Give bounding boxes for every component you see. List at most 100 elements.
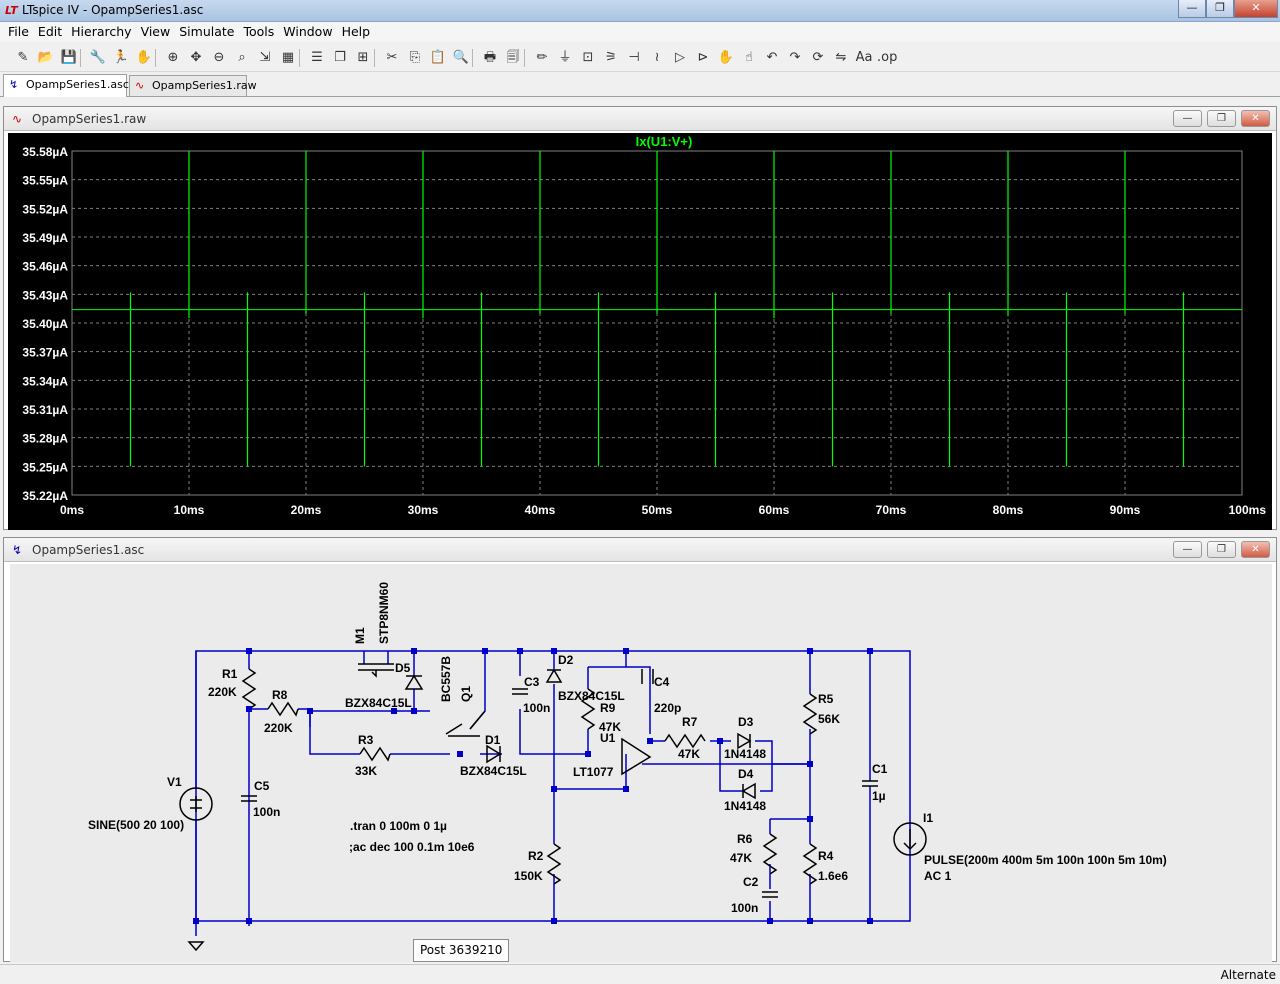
d4-label[interactable]: D4 [738, 767, 754, 781]
tile-horizontal-icon[interactable]: ☰ [311, 50, 323, 65]
r3-label[interactable]: R3 [358, 733, 374, 747]
component-icon[interactable]: ⊳ [697, 50, 709, 65]
c2-value[interactable]: 100n [731, 901, 758, 915]
capacitor-icon[interactable]: ⊣ [628, 50, 640, 65]
menu-window[interactable]: Window [283, 24, 333, 39]
ground-icon[interactable]: ⏚ [558, 50, 572, 65]
spice-directive-icon[interactable]: .op [877, 50, 898, 65]
schematic-drawing[interactable]: M1 STP8NM60 R1 220K R8 220K D5 BZX84C15L… [10, 564, 1272, 962]
mirror-icon[interactable]: ⇋ [835, 50, 847, 65]
d1-label[interactable]: D1 [485, 733, 501, 747]
r2-label[interactable]: R2 [528, 849, 544, 863]
find-icon[interactable]: 🔍 [452, 50, 470, 65]
menu-view[interactable]: View [140, 24, 171, 39]
m1-label[interactable]: M1 [353, 627, 367, 644]
i1-label[interactable]: I1 [923, 811, 933, 825]
cut-icon[interactable]: ✂ [386, 50, 398, 65]
draw-wire-icon[interactable]: ✏ [536, 50, 548, 65]
r1-value[interactable]: 220K [208, 685, 237, 699]
v1-value[interactable]: SINE(500 20 100) [88, 818, 184, 832]
grid-icon[interactable]: ▦ [281, 50, 295, 65]
u1-model[interactable]: LT1077 [573, 765, 614, 779]
r4-label[interactable]: R4 [818, 849, 834, 863]
menu-tools[interactable]: Tools [243, 24, 275, 39]
zoom-fit-icon[interactable]: ⌕ [238, 50, 246, 65]
i1-ac-value[interactable]: AC 1 [924, 869, 952, 883]
minimize-button[interactable]: — [1178, 0, 1206, 18]
d4-model[interactable]: 1N4148 [724, 799, 766, 813]
zoom-in-icon[interactable]: ⊕ [167, 50, 179, 65]
menu-edit[interactable]: Edit [37, 24, 63, 39]
schematic-minimize-button[interactable]: — [1173, 541, 1202, 558]
r9-label[interactable]: R9 [600, 701, 616, 715]
paste-icon[interactable]: 📋 [429, 50, 447, 65]
r8-value[interactable]: 220K [264, 721, 293, 735]
halt-icon[interactable]: ✋ [135, 50, 153, 65]
v1-label[interactable]: V1 [167, 775, 182, 789]
d5-model[interactable]: BZX84C15L [345, 696, 412, 710]
r7-label[interactable]: R7 [682, 715, 698, 729]
r5-label[interactable]: R5 [818, 692, 834, 706]
d3-label[interactable]: D3 [738, 715, 754, 729]
d2-model[interactable]: BZX84C15L [558, 689, 625, 703]
text-icon[interactable]: Aa [855, 50, 873, 65]
zoom-out-icon[interactable]: ⊖ [213, 50, 225, 65]
d1-model[interactable]: BZX84C15L [460, 764, 527, 778]
waveform-minimize-button[interactable]: — [1173, 110, 1202, 127]
schematic-restore-button[interactable]: ❐ [1207, 541, 1236, 558]
cascade-icon[interactable]: ❐ [334, 50, 346, 65]
r1-label[interactable]: R1 [222, 667, 238, 681]
autorange-icon[interactable]: ⇲ [259, 50, 271, 65]
d3-model[interactable]: 1N4148 [724, 747, 766, 761]
menu-simulate[interactable]: Simulate [179, 24, 235, 39]
diode-icon[interactable]: ▷ [675, 50, 685, 65]
trace-label[interactable]: Ix(U1:V+) [636, 134, 693, 149]
c3-value[interactable]: 100n [523, 701, 550, 715]
move-icon[interactable]: ✋ [717, 50, 735, 65]
r6-label[interactable]: R6 [737, 832, 753, 846]
save-icon[interactable]: 💾 [60, 50, 78, 65]
pan-icon[interactable]: ✥ [190, 50, 202, 65]
undo-icon[interactable]: ↶ [766, 50, 778, 65]
d5-label[interactable]: D5 [395, 661, 411, 675]
c3-label[interactable]: C3 [524, 675, 540, 689]
redo-icon[interactable]: ↷ [789, 50, 801, 65]
rotate-icon[interactable]: ⟳ [812, 50, 824, 65]
inductor-icon[interactable]: ≀ [654, 50, 660, 65]
r3-value[interactable]: 33K [355, 764, 377, 778]
r7-value[interactable]: 47K [678, 747, 700, 761]
schematic-close-button[interactable]: ✕ [1241, 541, 1270, 558]
tile-vertical-icon[interactable]: ⊞ [357, 50, 369, 65]
r5-value[interactable]: 56K [818, 712, 840, 726]
spice-directive-tran[interactable]: .tran 0 100m 0 1µ [350, 819, 447, 833]
print-preview-icon[interactable]: 🗐 [506, 50, 520, 65]
schematic-canvas[interactable]: M1 STP8NM60 R1 220K R8 220K D5 BZX84C15L… [10, 564, 1272, 962]
r4-value[interactable]: 1.6e6 [818, 869, 848, 883]
tab-schematic[interactable]: ↯ OpampSeries1.asc [3, 74, 129, 97]
tab-waveform[interactable]: ∿ OpampSeries1.raw [129, 75, 257, 96]
print-icon[interactable]: 🖶 [483, 50, 497, 65]
copy-icon[interactable]: ⎘ [409, 50, 421, 65]
waveform-close-button[interactable]: ✕ [1241, 110, 1270, 127]
close-button[interactable]: ✕ [1234, 0, 1278, 18]
c5-value[interactable]: 100n [253, 805, 280, 819]
i1-value[interactable]: PULSE(200m 400m 5m 100n 100n 5m 10m) [924, 853, 1167, 867]
r9-value[interactable]: 47K [599, 720, 621, 734]
menu-file[interactable]: File [8, 24, 29, 39]
r2-value[interactable]: 150K [514, 869, 543, 883]
c4-value[interactable]: 220p [654, 701, 681, 715]
r8-label[interactable]: R8 [272, 688, 288, 702]
c1-value[interactable]: 1µ [872, 789, 886, 803]
waveform-chart[interactable]: 35.58µA35.55µA35.52µA35.49µA35.46µA35.43… [8, 133, 1272, 530]
q1-model[interactable]: BC557B [439, 656, 453, 702]
d2-label[interactable]: D2 [558, 653, 574, 667]
c2-label[interactable]: C2 [743, 875, 759, 889]
run-icon[interactable]: 🏃 [112, 50, 130, 65]
label-net-icon[interactable]: ⊡ [582, 50, 594, 65]
open-icon[interactable]: 📂 [37, 50, 55, 65]
menu-hierarchy[interactable]: Hierarchy [71, 24, 132, 39]
c1-label[interactable]: C1 [872, 762, 888, 776]
maximize-button[interactable]: ❐ [1206, 0, 1234, 18]
control-panel-icon[interactable]: 🔧 [89, 50, 107, 65]
